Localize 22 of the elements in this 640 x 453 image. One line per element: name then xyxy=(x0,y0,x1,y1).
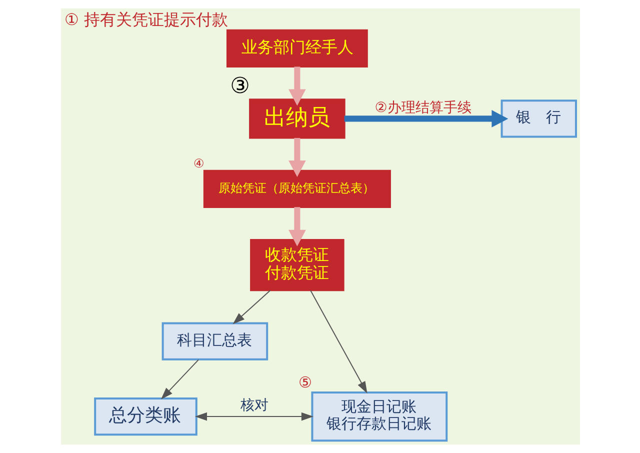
node-box: 总分类账 xyxy=(94,398,197,436)
arrow xyxy=(310,290,367,394)
node-box: 业务部门经手人 xyxy=(226,29,368,68)
node-box: 出纳员 xyxy=(248,98,345,139)
arrow xyxy=(194,412,313,421)
arrow xyxy=(288,66,306,106)
node-box: 原始凭证（原始凭证汇总表） xyxy=(202,170,390,208)
arrow xyxy=(160,359,198,400)
edge-label: 核对 xyxy=(240,398,268,414)
node-label: ⑤ xyxy=(298,373,312,392)
node-label: ① 持有关凭证提示付款 xyxy=(64,10,228,30)
node-label: ④ xyxy=(193,156,204,170)
arrow xyxy=(288,207,306,246)
arrow xyxy=(288,138,306,177)
node-label: ③ xyxy=(230,74,250,100)
node-box: 收款凭证 付款凭证 xyxy=(250,239,344,292)
node-box: 现金日记账 银行存款日记账 xyxy=(310,391,448,442)
arrow xyxy=(344,110,508,128)
node-box: 银 行 xyxy=(500,100,576,138)
node-box: 科目汇总表 xyxy=(161,322,268,360)
edge-label: ②办理结算手续 xyxy=(374,100,471,116)
arrow xyxy=(232,290,270,324)
